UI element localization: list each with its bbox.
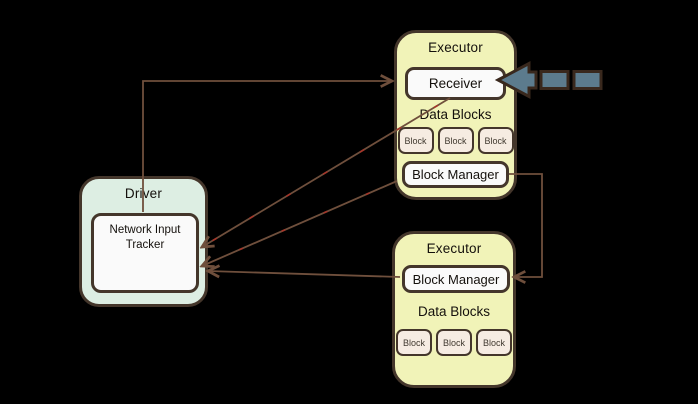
stream-segment [572, 70, 603, 90]
block-node: Block [436, 329, 472, 356]
driver-node: Driver Network Input Tracker [79, 176, 208, 307]
receiver-node: Receiver [405, 67, 506, 100]
data-blocks-heading-bottom: Data Blocks [417, 304, 491, 319]
network-input-tracker-node: Network Input Tracker [91, 213, 199, 293]
executor-top-node: Executor Receiver Data Blocks Block Bloc… [394, 30, 517, 200]
block-node: Block [437, 127, 474, 154]
block-node: Block [396, 329, 432, 356]
data-blocks-row-top: Block Block Block [397, 127, 514, 154]
executor-top-title: Executor [428, 40, 483, 55]
stream-segment [539, 70, 570, 90]
block-node: Block [476, 329, 512, 356]
data-blocks-row-bottom: Block Block Block [395, 329, 513, 356]
executor-bottom-node: Executor Block Manager Data Blocks Block… [392, 231, 516, 388]
driver-title: Driver [124, 186, 163, 201]
block-manager-bottom-node: Block Manager [402, 265, 510, 293]
edge-top-block-manager-to-tracker [202, 180, 398, 266]
block-node: Block [397, 127, 434, 154]
data-blocks-heading-top: Data Blocks [419, 107, 492, 122]
block-node: Block [477, 127, 514, 154]
edge-top-block-manager-to-tracker-dash [201, 180, 398, 267]
edge-bottom-block-manager-to-tracker [208, 271, 401, 277]
executor-bottom-title: Executor [426, 241, 482, 256]
block-manager-top-node: Block Manager [402, 161, 509, 188]
